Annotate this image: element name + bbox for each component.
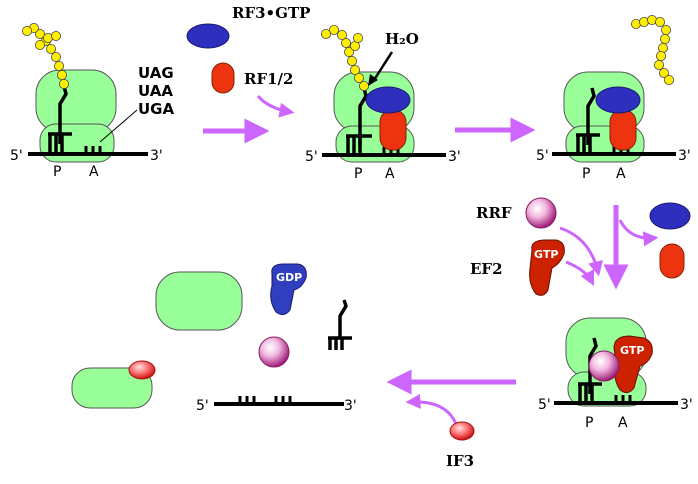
rf12-label: RF1/2 bbox=[244, 70, 293, 88]
rrf-bound-factor bbox=[588, 350, 620, 382]
rf12-bound-factor bbox=[609, 109, 637, 151]
rf12-bound-factor bbox=[379, 109, 407, 151]
if3-factor bbox=[449, 421, 475, 441]
three-prime-label: 3' bbox=[150, 148, 163, 164]
rf3-gtp-label: RF3•GTP bbox=[232, 4, 310, 22]
p-site-label: P bbox=[53, 164, 61, 180]
arrow-ef2-entry bbox=[565, 260, 595, 287]
rf3-bound-factor bbox=[365, 86, 411, 114]
if3-label: IF3 bbox=[446, 452, 474, 470]
arrow-rf12-entry bbox=[256, 94, 295, 118]
peptide-chain bbox=[320, 24, 369, 92]
trna-icon bbox=[346, 87, 372, 153]
trna-icon bbox=[578, 337, 602, 401]
p-site-label: P bbox=[354, 166, 362, 182]
p-site-label: P bbox=[585, 415, 593, 431]
codon-pointer bbox=[99, 109, 138, 143]
free-rrf bbox=[258, 336, 290, 368]
released-rf12-factor bbox=[659, 243, 685, 279]
free-trna-icon bbox=[328, 299, 352, 350]
stop-codon-uaa: UAA bbox=[138, 82, 173, 100]
codon-ticks bbox=[238, 396, 292, 404]
five-prime-label: 5' bbox=[196, 398, 209, 414]
arrow-if3-entry bbox=[405, 393, 458, 425]
five-prime-label: 5' bbox=[10, 148, 23, 164]
large-subunit bbox=[35, 69, 117, 133]
three-prime-label: 3' bbox=[680, 397, 693, 413]
a-site-label: A bbox=[385, 166, 395, 182]
stage3-ribosome-complex: 5' 3' P A bbox=[536, 14, 691, 182]
p-site-label: P bbox=[582, 166, 590, 182]
arrow-rrf-entry bbox=[559, 226, 603, 277]
stop-codon-uag: UAG bbox=[138, 64, 174, 82]
stage4-ribosome-complex: 5' 3' P A GTP bbox=[538, 317, 693, 431]
ef2-label: EF2 bbox=[470, 260, 503, 278]
five-prime-label: 5' bbox=[536, 148, 549, 164]
if3-bound-small-subunit bbox=[128, 360, 156, 380]
released-peptide-chain bbox=[631, 14, 675, 86]
free-small-subunit bbox=[71, 367, 153, 409]
rrf-label: RRF bbox=[476, 204, 512, 222]
gdp-label: GDP bbox=[276, 271, 302, 284]
stage1-ribosome-complex: 5' 3' P A UAG UAA UGA bbox=[10, 22, 174, 180]
codon-ticks bbox=[614, 395, 632, 403]
ef2-bound-gtp-label: GTP bbox=[620, 344, 644, 357]
rrf-factor bbox=[525, 197, 557, 229]
arrow-factor-release bbox=[618, 219, 659, 247]
five-prime-label: 5' bbox=[538, 397, 551, 413]
rf3-bound-factor bbox=[595, 86, 641, 114]
stop-codon-uga: UGA bbox=[138, 100, 174, 118]
a-site-label: A bbox=[618, 415, 628, 431]
rf3-gtp-factor bbox=[186, 23, 230, 49]
ef2-bound-factor bbox=[613, 335, 653, 394]
ef2-gtp-factor bbox=[529, 239, 565, 296]
three-prime-label: 3' bbox=[448, 149, 461, 165]
a-site-label: A bbox=[89, 164, 99, 180]
h2o-arrow-head bbox=[368, 74, 378, 86]
ef2-gdp-factor bbox=[270, 263, 307, 316]
three-prime-label: 3' bbox=[344, 398, 357, 414]
a-site-label: A bbox=[616, 166, 626, 182]
peptide-chain bbox=[21, 22, 70, 90]
final-dissociated-components: GDP 5' 3' bbox=[71, 263, 357, 414]
rf12-factor bbox=[211, 62, 235, 94]
codon-ticks bbox=[84, 146, 102, 154]
trna-icon bbox=[48, 85, 72, 152]
h2o-arrow bbox=[372, 51, 394, 81]
h2o-label: H₂O bbox=[385, 30, 419, 48]
stage2-ribosome-complex: 5' 3' P A H₂O bbox=[305, 24, 461, 182]
trna-icon bbox=[576, 87, 600, 152]
ef2-gtp-label: GTP bbox=[534, 248, 558, 261]
released-rf3-factor bbox=[649, 202, 691, 230]
three-prime-label: 3' bbox=[678, 148, 691, 164]
free-large-subunit bbox=[155, 271, 243, 331]
five-prime-label: 5' bbox=[305, 149, 318, 165]
